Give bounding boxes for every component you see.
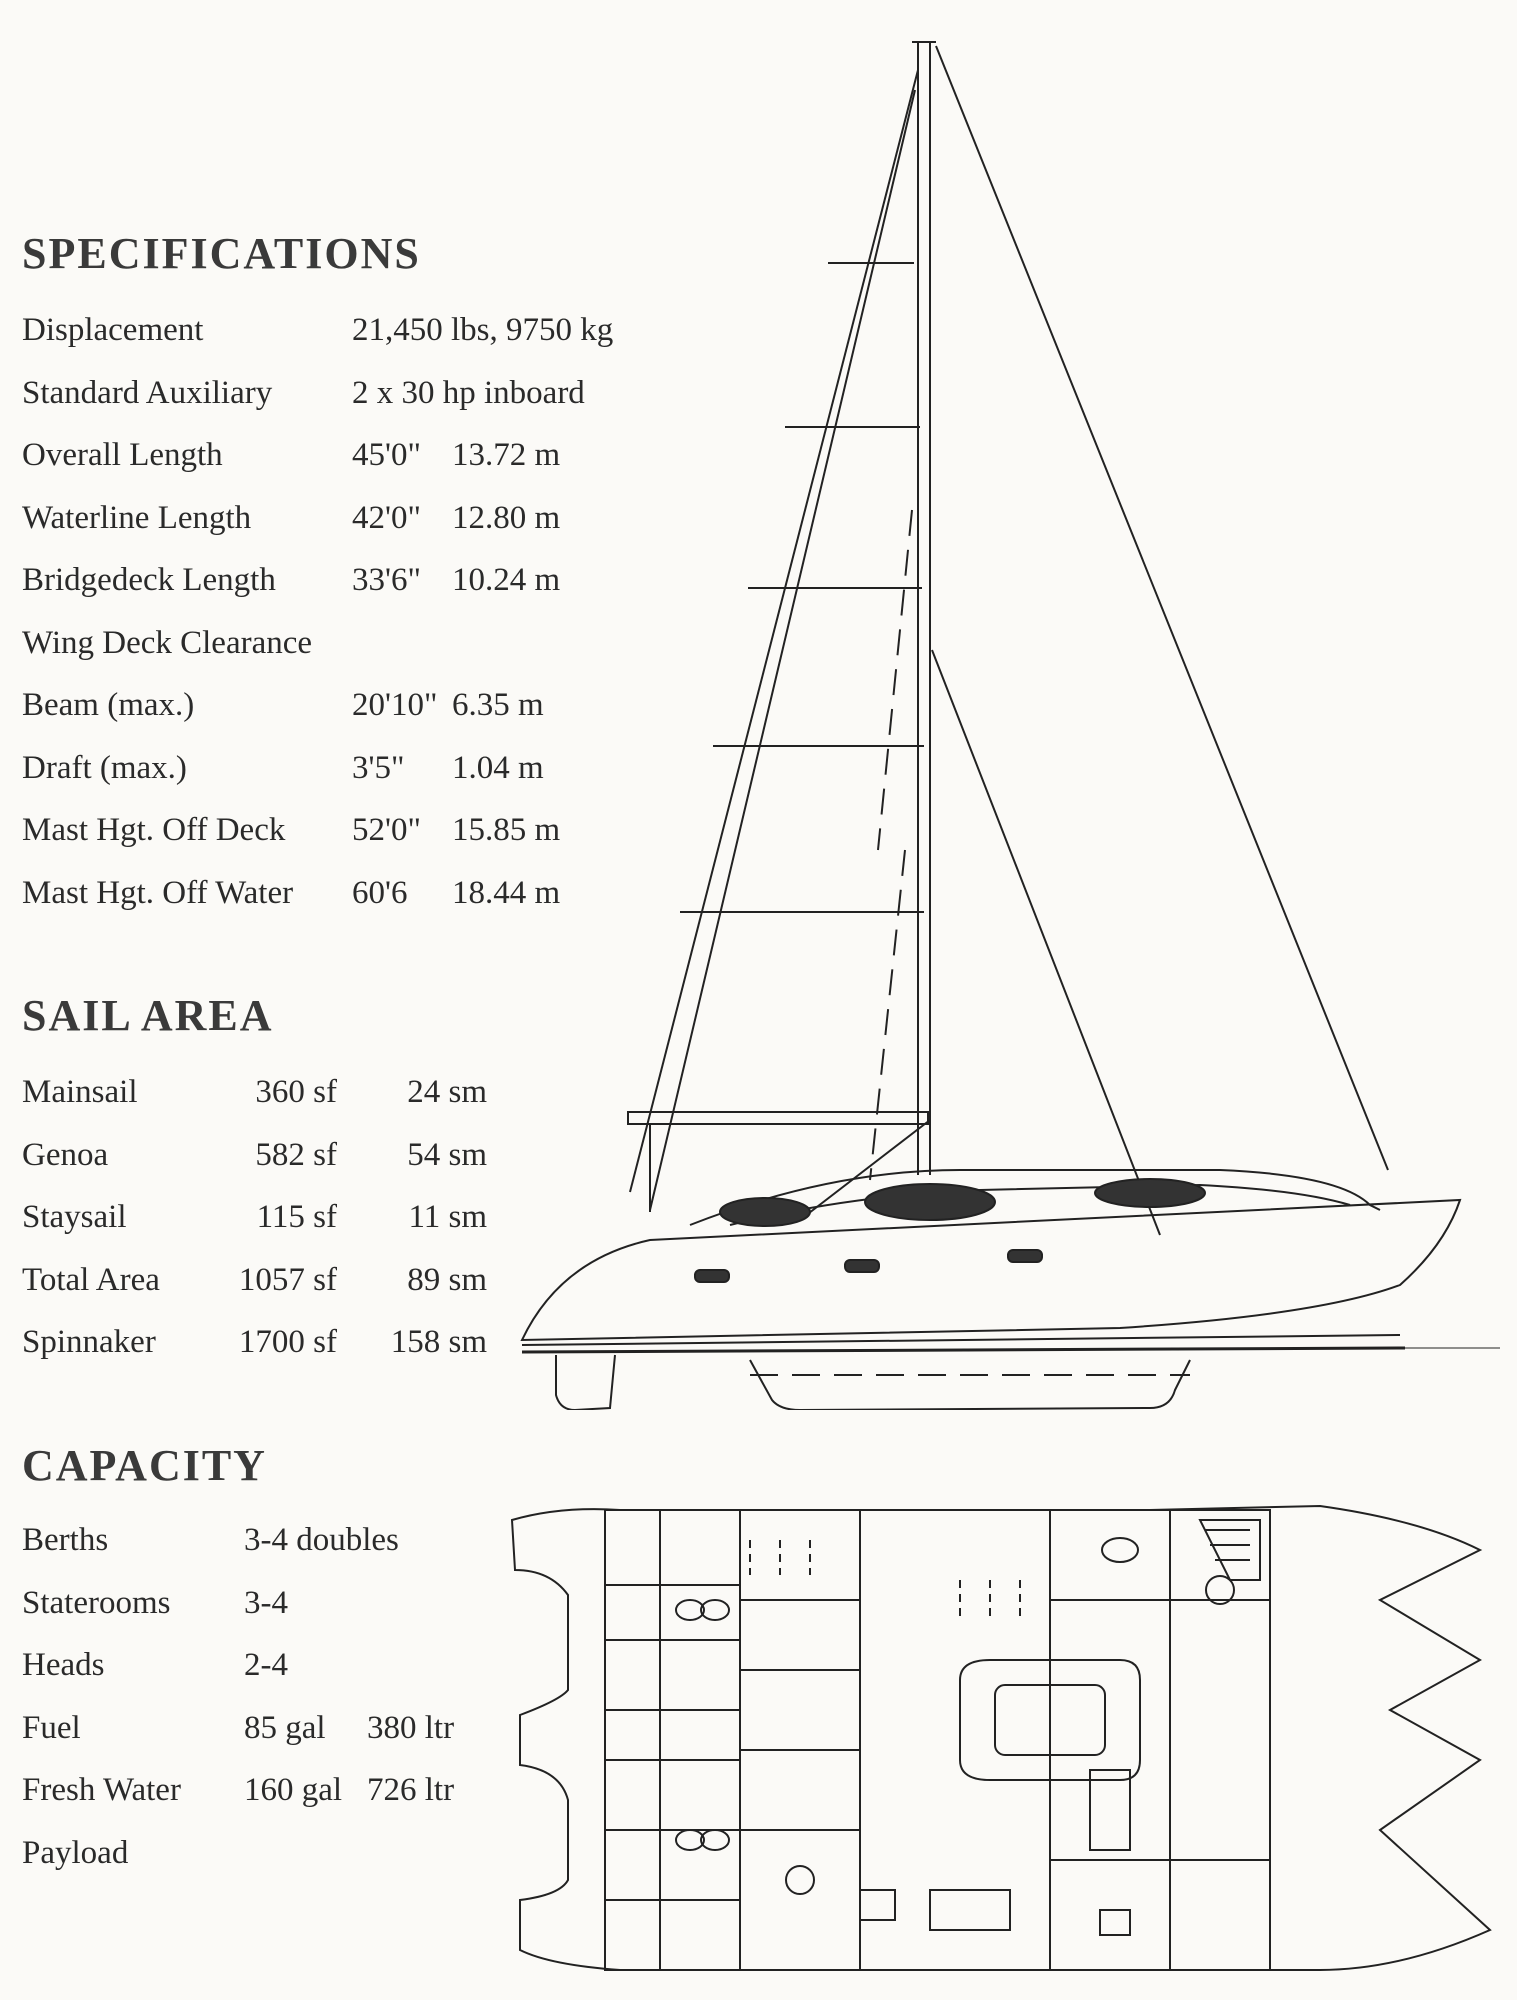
spec-row: Draft (max.) 3'5" 1.04 m bbox=[22, 746, 702, 790]
capacity-value: 160 gal bbox=[244, 1772, 343, 1808]
sail-label: Total Area bbox=[22, 1261, 160, 1298]
sail-sf: 1057 sf bbox=[238, 1261, 337, 1298]
spec-row: Beam (max.) 20'10" 6.35 m bbox=[22, 683, 702, 727]
sail-area-heading: SAIL AREA bbox=[22, 991, 274, 1040]
spec-metric: 1.04 m bbox=[452, 749, 544, 786]
spec-label: Mast Hgt. Off Deck bbox=[22, 812, 286, 848]
capacity-label: Heads bbox=[22, 1647, 105, 1683]
sail-sm: 11 sm bbox=[408, 1199, 487, 1235]
spec-imperial: 33'6" bbox=[352, 562, 421, 598]
spec-row: Displacement 21,450 lbs, 9750 kg bbox=[22, 308, 702, 352]
sail-sf: 360 sf bbox=[255, 1074, 337, 1110]
spec-row: Bridgedeck Length 33'6" 10.24 m bbox=[22, 558, 702, 602]
sail-sf: 582 sf bbox=[255, 1136, 337, 1173]
sail-label: Spinnaker bbox=[22, 1324, 156, 1360]
sail-label: Mainsail bbox=[22, 1074, 138, 1110]
capacity-label: Payload bbox=[22, 1834, 129, 1871]
capacity-value: 2-4 bbox=[244, 1647, 288, 1683]
capacity-row: Heads 2-4 bbox=[22, 1643, 702, 1687]
deck-plan-icon bbox=[510, 1504, 1492, 1971]
spec-row: Overall Length 45'0" 13.72 m bbox=[22, 433, 702, 477]
sail-row: Spinnaker 1700 sf 158 sm bbox=[22, 1320, 702, 1364]
sail-row: Staysail 115 sf 11 sm bbox=[22, 1195, 702, 1239]
spec-imperial: 20'10" bbox=[352, 687, 438, 723]
capacity-row: Staterooms 3-4 bbox=[22, 1581, 702, 1625]
capacity-label: Berths bbox=[22, 1522, 109, 1558]
spec-row: Waterline Length 42'0" 12.80 m bbox=[22, 496, 702, 540]
sail-label: Genoa bbox=[22, 1136, 109, 1173]
sail-sf: 1700 sf bbox=[238, 1324, 337, 1360]
spec-label: Bridgedeck Length bbox=[22, 562, 276, 598]
sail-sm: 158 sm bbox=[390, 1324, 487, 1360]
spec-label: Mast Hgt. Off Water bbox=[22, 874, 294, 911]
capacity-metric: 380 ltr bbox=[367, 1709, 455, 1746]
capacity-label: Fresh Water bbox=[22, 1772, 181, 1808]
spec-row: Mast Hgt. Off Deck 52'0" 15.85 m bbox=[22, 808, 702, 852]
capacity-label: Staterooms bbox=[22, 1584, 171, 1621]
spec-label: Standard Auxiliary bbox=[22, 374, 273, 411]
spec-label: Wing Deck Clearance bbox=[22, 624, 313, 661]
sail-row: Mainsail 360 sf 24 sm bbox=[22, 1070, 702, 1114]
sail-sm: 24 sm bbox=[407, 1074, 487, 1110]
capacity-label: Fuel bbox=[22, 1709, 81, 1746]
spec-row: Standard Auxiliary 2 x 30 hp inboard bbox=[22, 371, 702, 415]
sailboat-profile-icon bbox=[520, 41, 1500, 1410]
spec-metric: 18.44 m bbox=[452, 874, 561, 911]
capacity-row: Fuel 85 gal 380 ltr bbox=[22, 1706, 702, 1750]
spec-label: Waterline Length bbox=[22, 499, 252, 536]
sail-label: Staysail bbox=[22, 1199, 127, 1235]
spec-metric: 13.72 m bbox=[452, 437, 561, 473]
capacity-row: Fresh Water 160 gal 726 ltr bbox=[22, 1768, 702, 1812]
sail-row: Genoa 582 sf 54 sm bbox=[22, 1133, 702, 1177]
spec-row: Mast Hgt. Off Water 60'6 18.44 m bbox=[22, 871, 702, 915]
sail-sm: 54 sm bbox=[407, 1136, 487, 1173]
spec-metric: 12.80 m bbox=[452, 499, 561, 536]
spec-metric: 15.85 m bbox=[452, 812, 561, 848]
capacity-value: 3-4 bbox=[244, 1584, 288, 1621]
spec-label: Beam (max.) bbox=[22, 687, 195, 723]
spec-imperial: 2 x 30 hp inboard bbox=[352, 374, 585, 411]
sail-sf: 115 sf bbox=[256, 1199, 337, 1235]
spec-imperial: 3'5" bbox=[352, 749, 405, 786]
capacity-heading: CAPACITY bbox=[22, 1441, 267, 1490]
capacity-row: Payload bbox=[22, 1831, 702, 1875]
sail-sm: 89 sm bbox=[407, 1261, 487, 1298]
capacity-value: 3-4 doubles bbox=[244, 1522, 399, 1558]
capacity-row: Berths 3-4 doubles bbox=[22, 1518, 702, 1562]
capacity-value: 85 gal bbox=[244, 1709, 326, 1746]
spec-imperial: 52'0" bbox=[352, 812, 421, 848]
spec-metric: 10.24 m bbox=[452, 562, 561, 598]
sail-row: Total Area 1057 sf 89 sm bbox=[22, 1258, 702, 1302]
spec-imperial: 21,450 lbs, 9750 kg bbox=[352, 312, 614, 348]
spec-imperial: 42'0" bbox=[352, 499, 421, 536]
capacity-metric: 726 ltr bbox=[367, 1772, 455, 1808]
spec-label: Draft (max.) bbox=[22, 749, 187, 786]
specifications-heading: SPECIFICATIONS bbox=[22, 229, 421, 278]
spec-row: Wing Deck Clearance bbox=[22, 621, 702, 665]
spec-metric: 6.35 m bbox=[452, 687, 544, 723]
spec-label: Displacement bbox=[22, 312, 204, 348]
spec-imperial: 45'0" bbox=[352, 437, 421, 473]
spec-label: Overall Length bbox=[22, 437, 223, 473]
spec-imperial: 60'6 bbox=[352, 874, 408, 911]
